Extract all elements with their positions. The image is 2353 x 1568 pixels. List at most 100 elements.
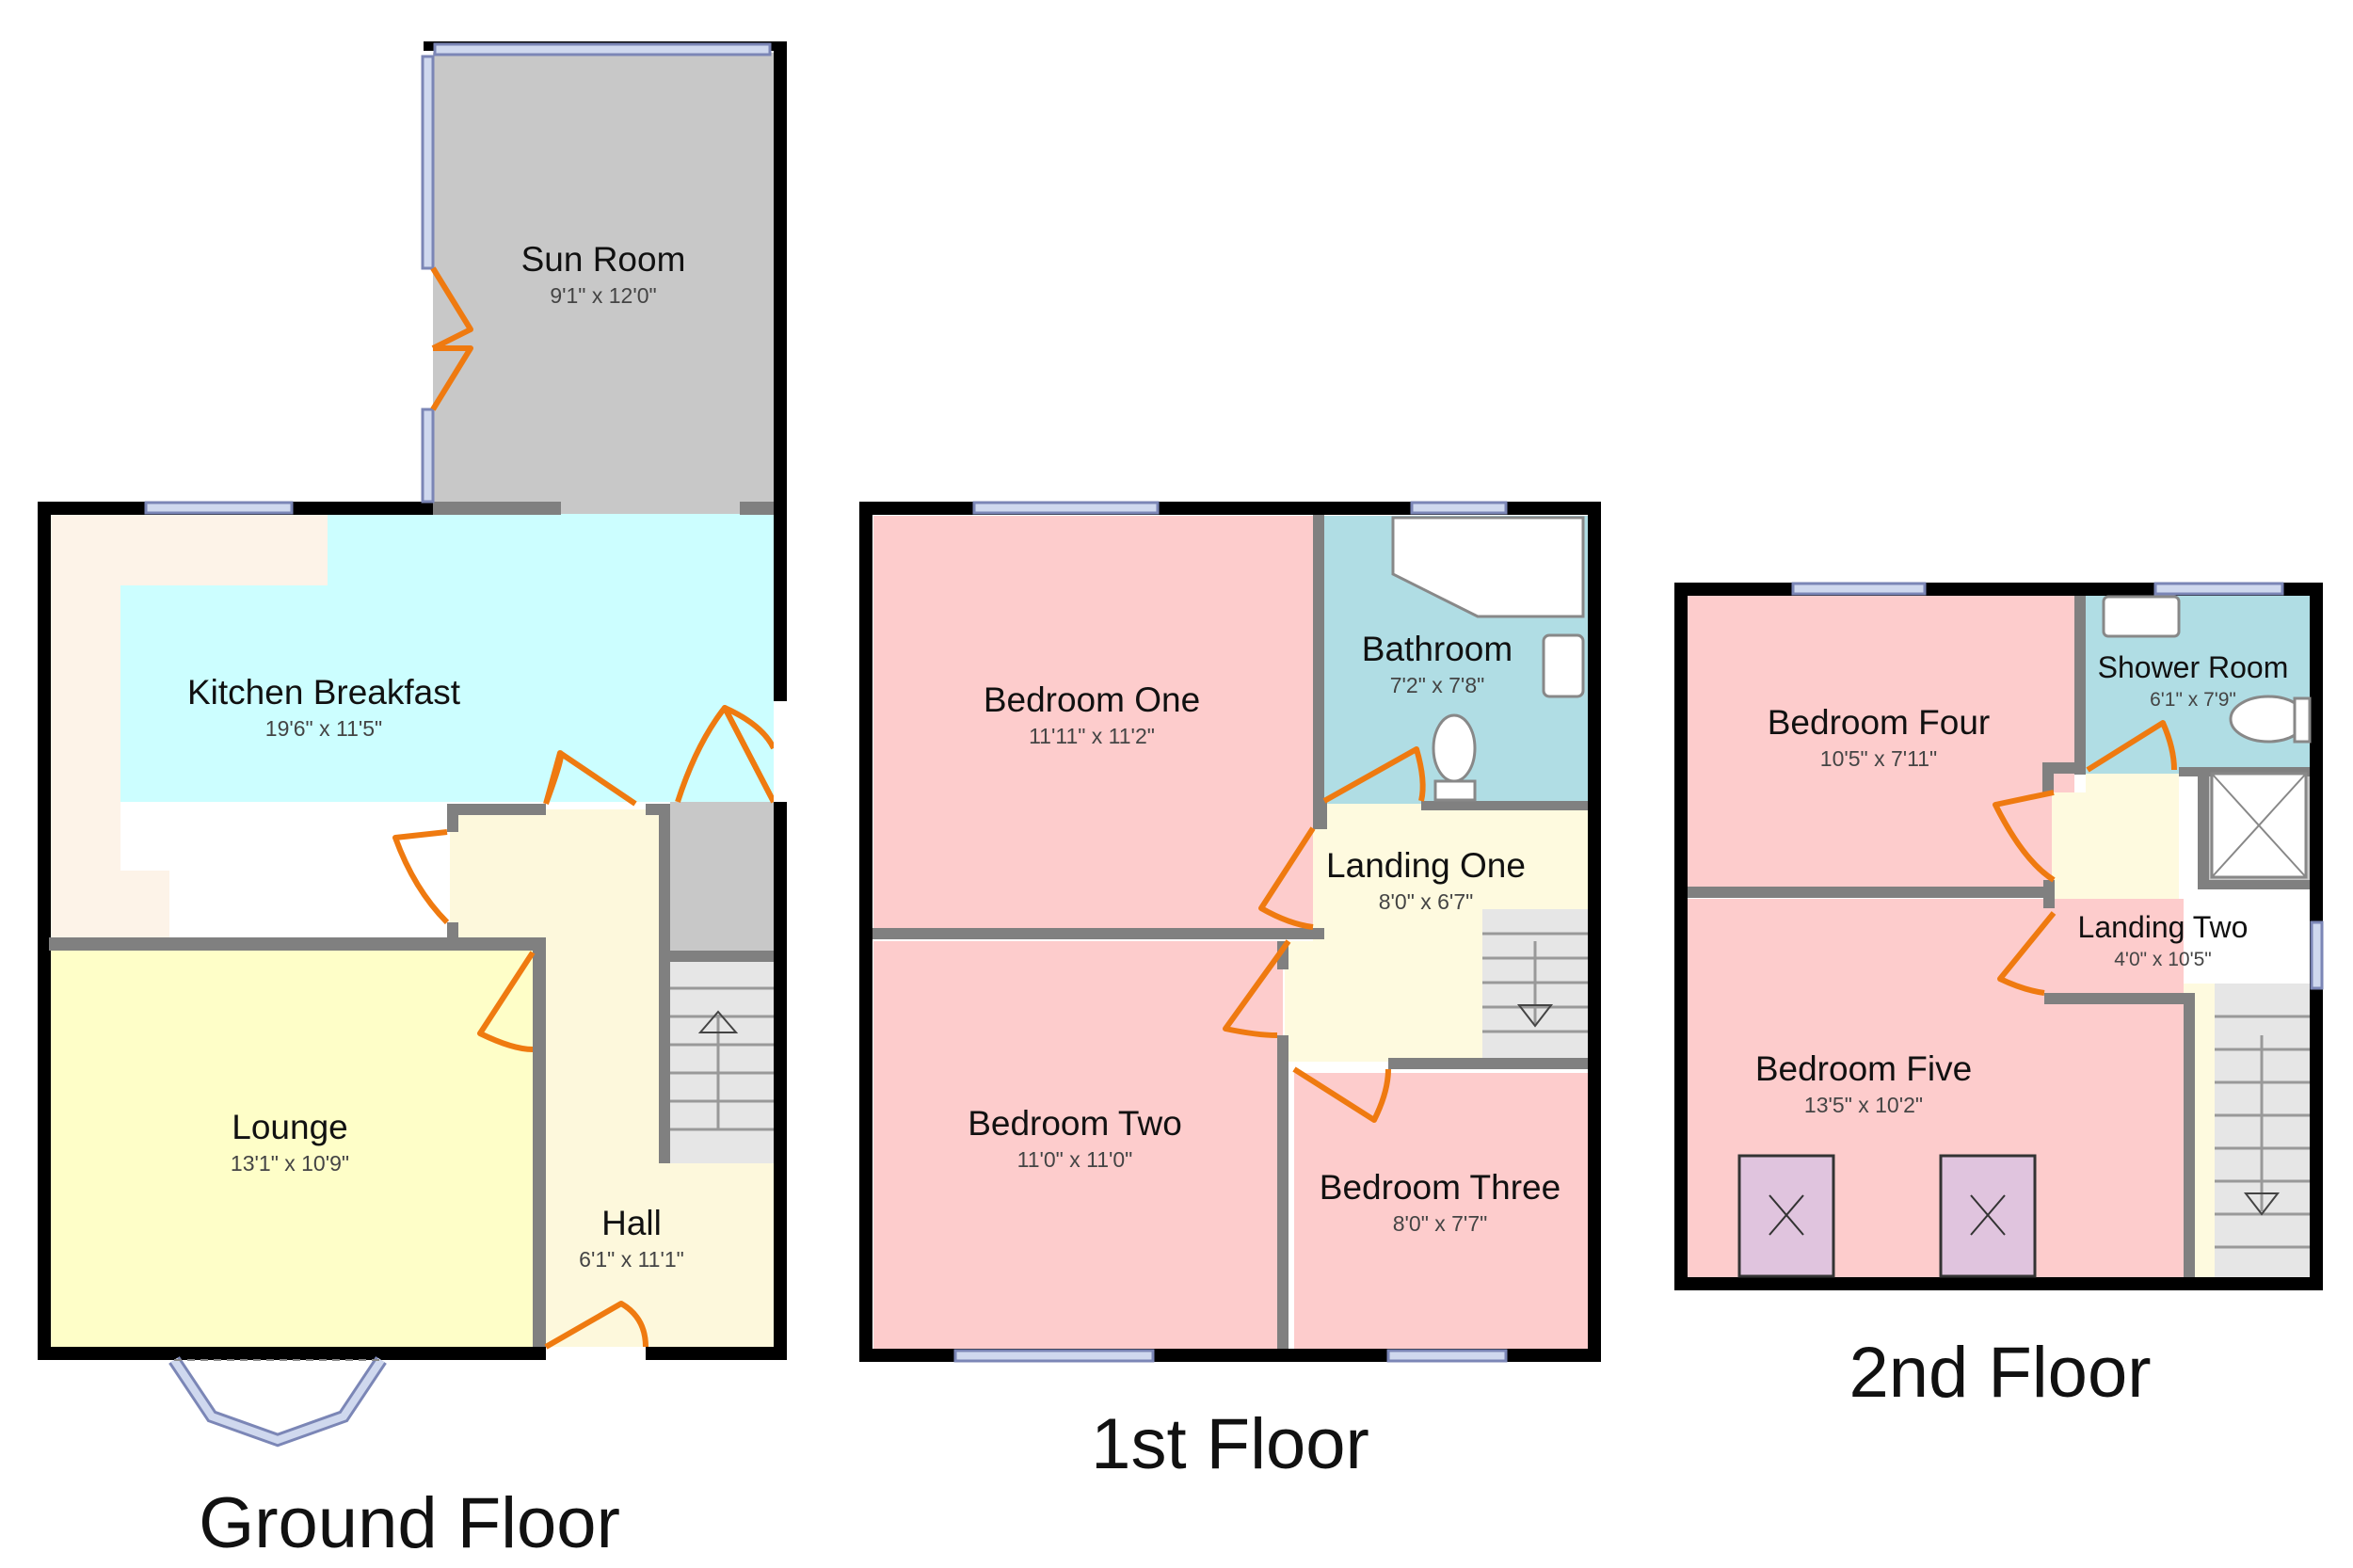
shower-landing-wall (2179, 767, 2310, 776)
bedroom-four-window (1791, 582, 1927, 596)
front-door[interactable] (544, 1301, 648, 1350)
bedroom-four-fill (1687, 595, 2074, 887)
ground-stairs (665, 986, 774, 1131)
lounge-name: Lounge (232, 1108, 347, 1146)
bed4-shower-wall (2074, 596, 2086, 775)
landing-one-dims: 8'0" x 6'7" (1379, 889, 1474, 914)
bedroom-four-door[interactable] (1993, 790, 2056, 883)
second-floor (1674, 582, 2324, 1290)
sun-room-dims: 9'1" x 12'0" (550, 283, 656, 308)
second-floor-label: 2nd Floor (1849, 1333, 2151, 1413)
first-floor (859, 501, 1601, 1363)
bed1-bath-wall (1313, 515, 1324, 803)
back-door-opening (774, 701, 787, 802)
second-wall-left (1674, 583, 1688, 1290)
kitchen-lounge-wall (49, 937, 546, 951)
shower-tray-wall (2198, 767, 2209, 889)
bathroom-window (1410, 501, 1508, 515)
sunroom-window-left-lower (421, 408, 435, 504)
shower-tray-wall-bottom (2198, 880, 2310, 889)
bathroom-cistern (1433, 779, 1477, 802)
bedroom-one-door[interactable] (1258, 826, 1316, 930)
ground-floor-label: Ground Floor (199, 1483, 620, 1563)
kitchen-name: Kitchen Breakfast (187, 673, 461, 712)
first-floor-label: 1st Floor (1091, 1404, 1369, 1484)
bedroom-three-window (1386, 1349, 1508, 1363)
kitchen-sunroom-wall-right (740, 502, 774, 515)
first-wall-left (859, 502, 872, 1362)
bathroom-toilet (1432, 713, 1477, 783)
hall-stair-wall (659, 804, 670, 964)
understairs-fill (670, 802, 774, 962)
shower-room-cistern (2293, 696, 2312, 744)
ground-wall-right-upper (774, 42, 787, 701)
landing-two-dims: 4'0" x 10'5" (2114, 949, 2212, 970)
lounge-dims: 13'1" x 10'9" (231, 1151, 349, 1176)
sun-room-fill (433, 53, 774, 514)
hall-wall-left (533, 947, 546, 1347)
second-stairs (2215, 1015, 2310, 1249)
floor-labels: Ground Floor 1st Floor 2nd Floor (199, 1333, 2151, 1563)
hall-kitchen-wall-b (447, 804, 458, 832)
bath-landing-wall-left (1313, 801, 1327, 829)
kitchen-hall-door[interactable] (543, 750, 637, 807)
bathroom-door[interactable] (1322, 746, 1426, 804)
hall-stair-wall-lower (659, 962, 670, 1163)
room-labels: Sun Room 9'1" x 12'0" Kitchen Breakfast … (187, 240, 2288, 1272)
bedroom-two-name: Bedroom Two (968, 1104, 1182, 1143)
shower-room-basin (2102, 595, 2181, 638)
bedroom-three-fill (1294, 1073, 1588, 1349)
bedroom-one-dims: 11'11" x 11'2" (1029, 724, 1155, 748)
landing-two-window (2310, 920, 2324, 990)
bath-landing-wall (1421, 801, 1588, 810)
landing-two-name: Landing Two (2078, 910, 2249, 944)
bathroom-dims: 7'2" x 7'8" (1390, 673, 1485, 697)
hall-dims: 6'1" x 11'1" (579, 1247, 684, 1272)
landing-bed3-wall (1388, 1058, 1588, 1069)
kitchen-dims: 19'6" x 11'5" (265, 716, 382, 741)
shower-room-name: Shower Room (2098, 650, 2289, 684)
bedroom-three-dims: 8'0" x 7'7" (1393, 1211, 1488, 1236)
bedroom-three-name: Bedroom Three (1320, 1168, 1561, 1207)
understairs-wall (670, 951, 774, 962)
shower-room-dims: 6'1" x 7'9" (2150, 689, 2236, 711)
back-door-2[interactable] (722, 705, 776, 804)
bedroom-five-name: Bedroom Five (1755, 1049, 1972, 1088)
bathroom-basin (1542, 633, 1585, 698)
bath-fixture (1391, 516, 1585, 618)
kitchen-hall-door-left[interactable] (392, 829, 450, 925)
hall-kitchen-wall-c (447, 922, 458, 941)
lounge-fill (49, 947, 538, 1347)
bed4-landing-wall-2 (2042, 762, 2054, 792)
bedroom-one-fill (873, 516, 1313, 930)
bed4-bed5-wall (1688, 887, 2055, 898)
kitchen-fill (49, 514, 774, 802)
bedroom-five-dims: 13'5" x 10'2" (1804, 1093, 1923, 1117)
bedroom-three-door[interactable] (1292, 1066, 1391, 1123)
bedroom-two-door[interactable] (1223, 939, 1291, 1038)
hall-kitchen-wall-a (447, 804, 546, 815)
landing-bed5-wall (2044, 993, 2190, 1004)
bed2-bed3-wall (1277, 1035, 1289, 1349)
bedroom-two-window (953, 1349, 1155, 1363)
second-wall-bottom (1674, 1277, 2322, 1290)
sunroom-window-left-upper (421, 55, 435, 270)
sunroom-door-right[interactable] (430, 345, 473, 411)
ground-wall-bottom-right (646, 1347, 787, 1360)
kitchen-worktop (49, 514, 328, 941)
bedroom-five-door[interactable] (1997, 911, 2057, 996)
kitchen-window (144, 501, 294, 515)
sunroom-door-left[interactable] (430, 266, 473, 351)
shower-room-window (2153, 582, 2284, 596)
ground-wall-bottom (38, 1347, 546, 1360)
bedroom-four-name: Bedroom Four (1768, 703, 1991, 742)
lounge-door[interactable] (477, 951, 536, 1052)
first-wall-right (1588, 502, 1601, 1362)
bed5-stairs-wall (2184, 993, 2195, 1277)
bed1-bed2-wall (872, 928, 1324, 939)
shower-room-door[interactable] (2086, 720, 2177, 773)
bedroom-two-fill (873, 941, 1283, 1349)
bedroom-one-window (972, 501, 1160, 515)
